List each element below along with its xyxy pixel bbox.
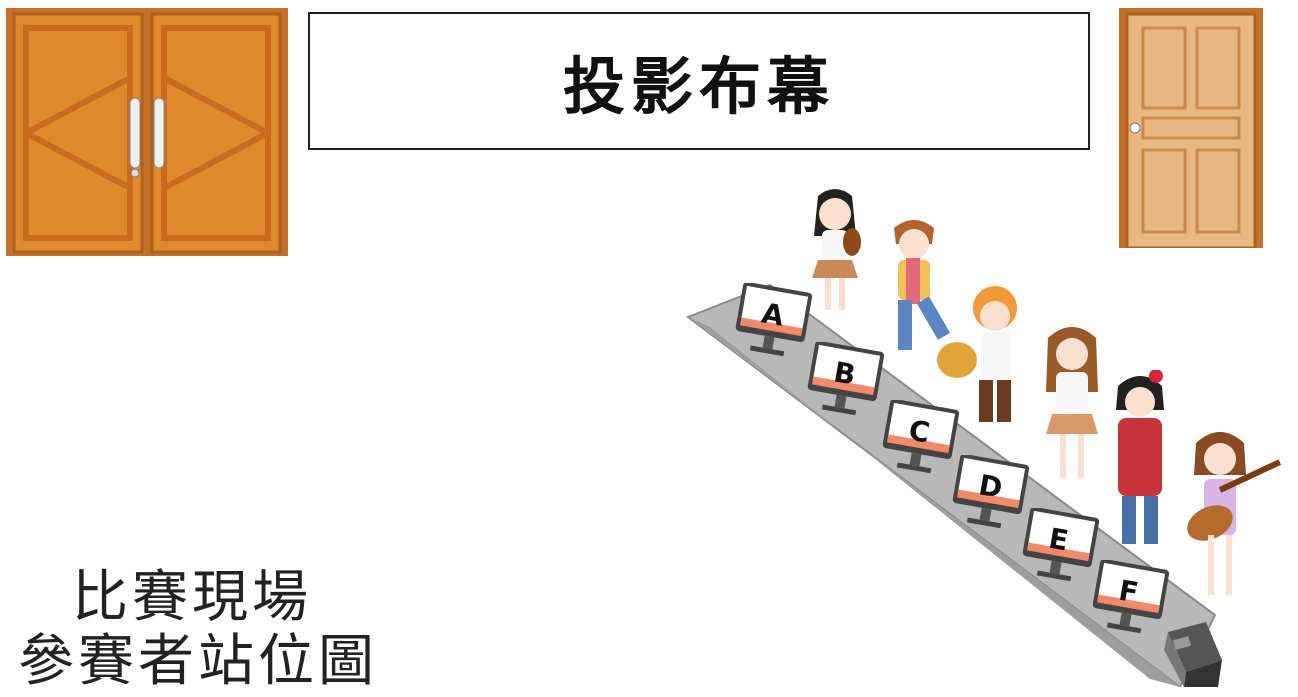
performer-icon — [1046, 327, 1098, 478]
performer-icon — [894, 220, 951, 350]
caption-line-1: 比賽現場 — [72, 565, 312, 630]
podium-icon — [1164, 622, 1222, 687]
monitor-icon — [1092, 560, 1170, 634]
single-door-icon — [1119, 8, 1263, 248]
monitor-icon — [1022, 508, 1100, 582]
performer-icon — [1116, 370, 1164, 544]
double-door-icon — [6, 8, 288, 256]
monitor-icon — [952, 455, 1030, 529]
projection-screen: 投影布幕 — [308, 12, 1090, 150]
monitor-icon — [807, 342, 885, 416]
caption-line-2: 參賽者站位圖 — [18, 629, 378, 694]
performer-icon — [1187, 432, 1282, 595]
performer-icon — [937, 286, 1017, 422]
monitor-icon — [882, 400, 960, 474]
projection-screen-title: 投影布幕 — [562, 50, 835, 123]
monitor-icon — [735, 283, 813, 357]
performer-icon — [812, 189, 861, 310]
